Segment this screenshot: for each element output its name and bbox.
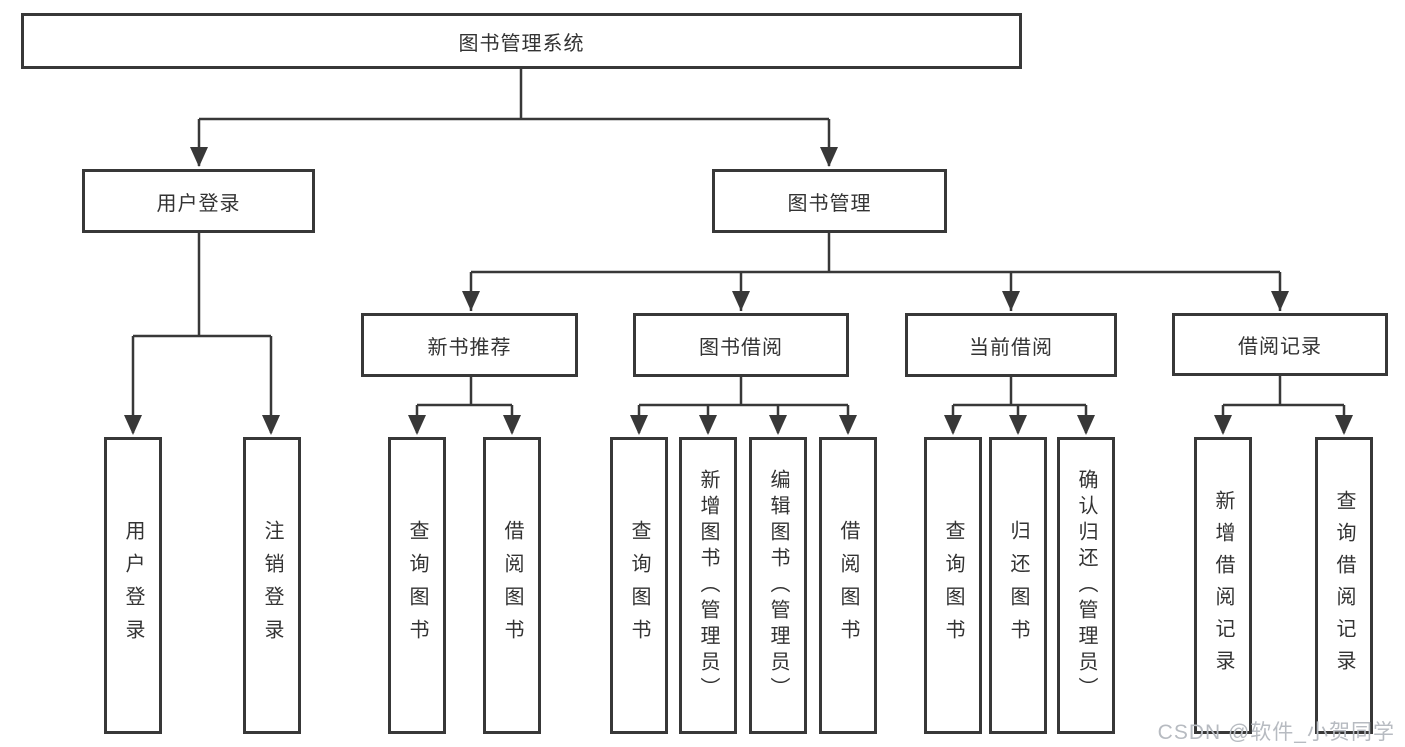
arrowhead: [732, 291, 750, 311]
connector-newrec-split: [415, 377, 514, 433]
node-label: 查询图书: [628, 519, 650, 652]
node-label: 借阅图书: [501, 519, 523, 652]
arrowhead: [1009, 415, 1027, 435]
node-new-book-recommend: 新书推荐: [361, 313, 578, 377]
connector-login-split: [131, 233, 273, 433]
arrowhead: [699, 415, 717, 435]
node-label: 图书管理系统: [458, 32, 585, 55]
node-system-root: 图书管理系统: [21, 13, 1022, 69]
csdn-watermark: CSDN @软件_小贺同学: [1157, 721, 1395, 744]
leaf-logout: 注销登录: [243, 437, 301, 734]
leaf-query-books: 查询图书: [924, 437, 982, 734]
node-label: 归还图书: [1007, 519, 1029, 652]
leaf-confirm-return-admin: 确认归还（管理员）: [1057, 437, 1115, 734]
node-label: 查询图书: [942, 519, 964, 652]
node-label: 查询借阅记录: [1333, 489, 1355, 682]
node-current-borrowing: 当前借阅: [905, 313, 1117, 377]
arrowhead: [769, 415, 787, 435]
arrowhead: [820, 147, 838, 167]
node-label: 用户登录: [156, 192, 241, 215]
connector-record-split: [1221, 376, 1346, 433]
leaf-edit-books-admin: 编辑图书（管理员）: [749, 437, 807, 734]
node-label: 查询图书: [406, 519, 428, 652]
arrowhead: [408, 415, 426, 435]
node-book-borrowing: 图书借阅: [633, 313, 849, 377]
node-label: 图书借阅: [699, 336, 783, 359]
leaf-user-login: 用户登录: [104, 437, 162, 734]
node-label: 确认归还（管理员）: [1075, 468, 1097, 703]
arrowhead: [1335, 415, 1353, 435]
arrowheads: [124, 147, 1353, 435]
arrowhead: [503, 415, 521, 435]
arrowhead: [124, 415, 142, 435]
node-book-management: 图书管理: [712, 169, 947, 233]
connector-root-split: [197, 68, 831, 166]
arrowhead: [630, 415, 648, 435]
arrowhead: [839, 415, 857, 435]
node-label: 新增图书（管理员）: [697, 468, 719, 703]
connector-mgmt-split: [469, 233, 1282, 311]
node-label: 图书管理: [787, 192, 872, 215]
node-label: 借阅记录: [1238, 336, 1322, 358]
node-label: 借阅图书: [837, 519, 859, 652]
leaf-borrow-books: 借阅图书: [483, 437, 541, 734]
leaf-add-borrow-record: 新增借阅记录: [1194, 437, 1252, 734]
arrowhead: [1002, 291, 1020, 311]
node-label: 用户登录: [122, 519, 144, 652]
node-label: 新增借阅记录: [1212, 489, 1234, 682]
connector-borrow-split: [637, 377, 850, 433]
arrowhead: [190, 147, 208, 167]
leaf-borrow-books: 借阅图书: [819, 437, 877, 734]
leaf-return-books: 归还图书: [989, 437, 1047, 734]
arrowhead: [944, 415, 962, 435]
leaf-query-borrow-record: 查询借阅记录: [1315, 437, 1373, 734]
leaf-query-books: 查询图书: [388, 437, 446, 734]
leaf-query-books: 查询图书: [610, 437, 668, 734]
leaf-add-books-admin: 新增图书（管理员）: [679, 437, 737, 734]
node-label: 编辑图书（管理员）: [767, 468, 789, 703]
arrowhead: [1271, 291, 1289, 311]
arrowhead: [1214, 415, 1232, 435]
arrowhead: [1077, 415, 1095, 435]
node-label: 注销登录: [261, 519, 283, 652]
arrowhead: [462, 291, 480, 311]
node-label: 当前借阅: [969, 336, 1053, 359]
arrowhead: [262, 415, 280, 435]
node-label: 新书推荐: [427, 336, 512, 359]
node-user-login: 用户登录: [82, 169, 315, 233]
node-borrow-records: 借阅记录: [1172, 313, 1388, 376]
